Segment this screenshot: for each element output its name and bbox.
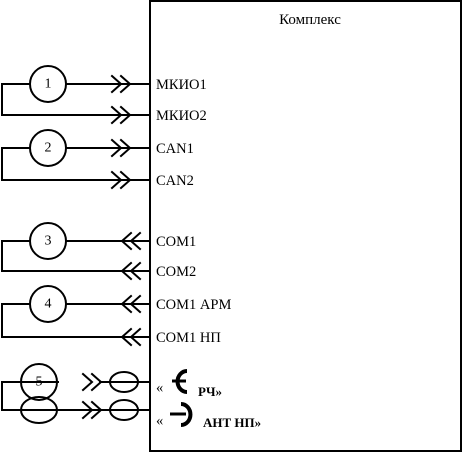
port-rf-label: РЧ» bbox=[198, 384, 222, 399]
connector-com1-arm bbox=[120, 294, 142, 314]
complex-block bbox=[149, 0, 462, 452]
harness-2-number: 2 bbox=[45, 141, 52, 156]
connector-com1 bbox=[120, 231, 142, 251]
coax-socket-icon bbox=[172, 369, 188, 394]
connector-com2 bbox=[120, 261, 142, 281]
harness-5-marker bbox=[20, 363, 58, 401]
port-com1: COM1 bbox=[156, 234, 196, 250]
harness-1-marker bbox=[29, 65, 67, 103]
port-ant-quote: « bbox=[156, 413, 163, 429]
connector-mkio1 bbox=[110, 74, 132, 94]
harness-5: 5 bbox=[1, 363, 151, 424]
port-rf-quote: « bbox=[156, 380, 163, 396]
harness-2: 2 bbox=[1, 129, 151, 190]
port-mkio2: МКИО2 bbox=[156, 108, 207, 124]
harness-1: 1 bbox=[1, 65, 151, 125]
port-can1: CAN1 bbox=[156, 141, 194, 157]
harness-5-number: 5 bbox=[36, 375, 43, 390]
port-ant-label: АНТ НП» bbox=[203, 415, 261, 430]
port-com2: COM2 bbox=[156, 264, 196, 280]
connector-can2 bbox=[110, 170, 132, 190]
coax-plug-icon bbox=[170, 402, 193, 427]
harness-3-number: 3 bbox=[45, 234, 52, 249]
harness-3: 3 bbox=[1, 222, 151, 281]
port-com1-np: COM1 НП bbox=[156, 330, 221, 346]
connector-rf-chevron bbox=[81, 372, 103, 392]
port-can2: CAN2 bbox=[156, 173, 194, 189]
block-title: Комплекс bbox=[279, 12, 341, 28]
harness-2-marker bbox=[29, 129, 67, 167]
connector-com1-np bbox=[120, 327, 142, 347]
harness-4-number: 4 bbox=[45, 297, 52, 312]
connector-mkio2 bbox=[110, 105, 132, 125]
port-com1-arm: COM1 АРМ bbox=[156, 297, 231, 313]
harness-3-marker bbox=[29, 222, 67, 260]
harness-4-marker bbox=[29, 285, 67, 323]
connector-can1 bbox=[110, 138, 132, 158]
harness-1-number: 1 bbox=[45, 77, 52, 92]
harness-4: 4 bbox=[1, 285, 151, 347]
port-mkio1: МКИО1 bbox=[156, 77, 207, 93]
connector-ant-chevron bbox=[81, 400, 103, 420]
